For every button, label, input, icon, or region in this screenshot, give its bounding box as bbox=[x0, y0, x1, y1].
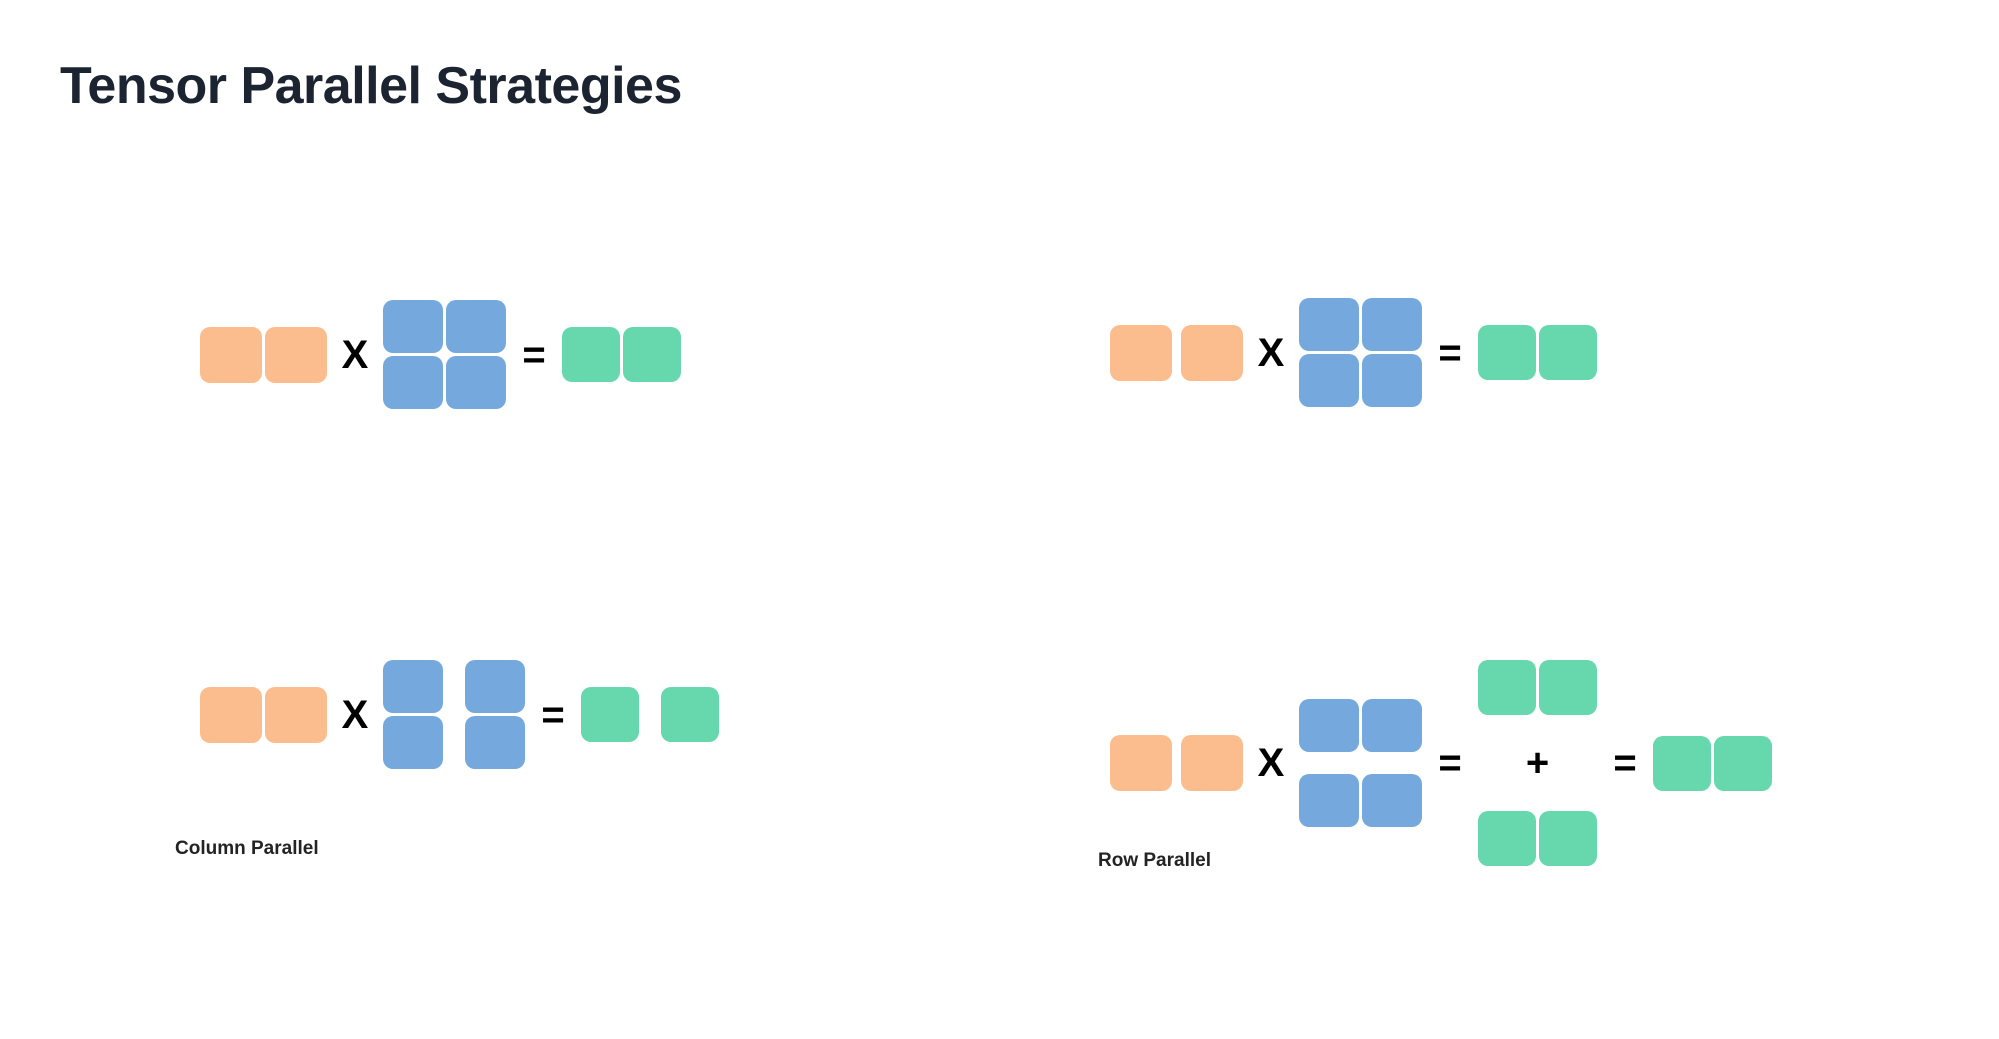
matrix-cell-blue bbox=[1299, 774, 1359, 827]
matrix-row bbox=[1299, 354, 1422, 407]
row-parallel-bottom-equation: X = + = bbox=[1110, 660, 1772, 866]
matrix-cell-blue bbox=[1362, 354, 1422, 407]
row-parallel-top-equation: X = bbox=[1110, 298, 1597, 407]
matrix-cell-orange bbox=[1181, 735, 1243, 791]
partial-outputs-stack: + bbox=[1478, 660, 1597, 866]
matrix-cell-green bbox=[623, 327, 681, 382]
matrix-cell-green bbox=[1478, 325, 1536, 380]
weight-matrix-blue-column-sharded bbox=[383, 660, 525, 769]
matrix-cell-blue bbox=[1299, 354, 1359, 407]
weight-matrix-blue bbox=[1299, 298, 1422, 407]
multiply-operator: X bbox=[341, 692, 369, 737]
matrix-cell-green bbox=[1714, 735, 1772, 791]
multiply-operator: X bbox=[1257, 741, 1285, 785]
matrix-cell-blue bbox=[446, 356, 506, 409]
matrix-cell-orange bbox=[265, 686, 327, 743]
matrix-cell-blue bbox=[383, 660, 443, 713]
partial-output-matrix-green bbox=[1478, 811, 1597, 866]
output-matrix-green bbox=[1478, 325, 1597, 380]
final-output-matrix-green bbox=[1653, 735, 1772, 791]
matrix-row bbox=[200, 686, 327, 743]
matrix-row bbox=[383, 300, 506, 353]
partial-output-matrix-green bbox=[1478, 660, 1597, 715]
matrix-cell-orange bbox=[1110, 324, 1172, 381]
weight-shard-column bbox=[383, 660, 443, 769]
input-matrix-orange bbox=[1110, 324, 1243, 381]
matrix-cell-blue bbox=[1362, 774, 1422, 827]
caption-row-parallel: Row Parallel bbox=[1098, 850, 1211, 871]
column-parallel-top-equation: X = bbox=[200, 300, 681, 409]
matrix-cell-green bbox=[1478, 811, 1536, 866]
matrix-row bbox=[562, 327, 681, 382]
weight-shard-row bbox=[1299, 699, 1422, 752]
column-parallel-bottom-equation: X = bbox=[200, 660, 719, 769]
matrix-cell-blue bbox=[383, 716, 443, 769]
matrix-cell-blue bbox=[383, 356, 443, 409]
output-matrix-green bbox=[562, 327, 681, 382]
plus-operator: + bbox=[1525, 741, 1550, 785]
input-matrix-orange bbox=[200, 326, 327, 383]
matrix-cell-green bbox=[1478, 660, 1536, 715]
matrix-cell-green bbox=[1539, 811, 1597, 866]
matrix-cell-orange bbox=[200, 326, 262, 383]
input-matrix-orange bbox=[200, 686, 327, 743]
page-title: Tensor Parallel Strategies bbox=[60, 57, 682, 115]
matrix-row bbox=[200, 326, 327, 383]
matrix-cell-green bbox=[661, 687, 719, 742]
weight-matrix-blue bbox=[383, 300, 506, 409]
matrix-cell-orange bbox=[1181, 324, 1243, 381]
equals-operator: = bbox=[1613, 741, 1637, 785]
matrix-cell-blue bbox=[465, 716, 525, 769]
equals-operator: = bbox=[541, 692, 565, 737]
equals-operator: = bbox=[522, 332, 546, 377]
equals-operator: = bbox=[1438, 330, 1462, 375]
matrix-cell-blue bbox=[383, 300, 443, 353]
matrix-row bbox=[1299, 298, 1422, 351]
matrix-cell-blue bbox=[1299, 699, 1359, 752]
matrix-cell-blue bbox=[1362, 298, 1422, 351]
matrix-cell-blue bbox=[1299, 298, 1359, 351]
matrix-cell-green bbox=[1539, 325, 1597, 380]
matrix-cell-blue bbox=[446, 300, 506, 353]
output-matrix-green-column-sharded bbox=[581, 687, 719, 742]
matrix-cell-green bbox=[581, 687, 639, 742]
matrix-cell-orange bbox=[265, 326, 327, 383]
weight-matrix-blue-row-sharded bbox=[1299, 699, 1422, 827]
matrix-row bbox=[383, 356, 506, 409]
multiply-operator: X bbox=[1257, 330, 1285, 375]
weight-shard-column bbox=[465, 660, 525, 769]
matrix-cell-green bbox=[1539, 660, 1597, 715]
matrix-cell-blue bbox=[465, 660, 525, 713]
matrix-cell-orange bbox=[1110, 735, 1172, 791]
input-matrix-orange-column-sharded bbox=[1110, 735, 1243, 791]
matrix-cell-blue bbox=[1362, 699, 1422, 752]
equals-operator: = bbox=[1438, 741, 1462, 785]
matrix-cell-green bbox=[562, 327, 620, 382]
weight-shard-row bbox=[1299, 774, 1422, 827]
matrix-cell-orange bbox=[200, 686, 262, 743]
caption-column-parallel: Column Parallel bbox=[175, 838, 319, 859]
matrix-cell-green bbox=[1653, 735, 1711, 791]
multiply-operator: X bbox=[341, 332, 369, 377]
